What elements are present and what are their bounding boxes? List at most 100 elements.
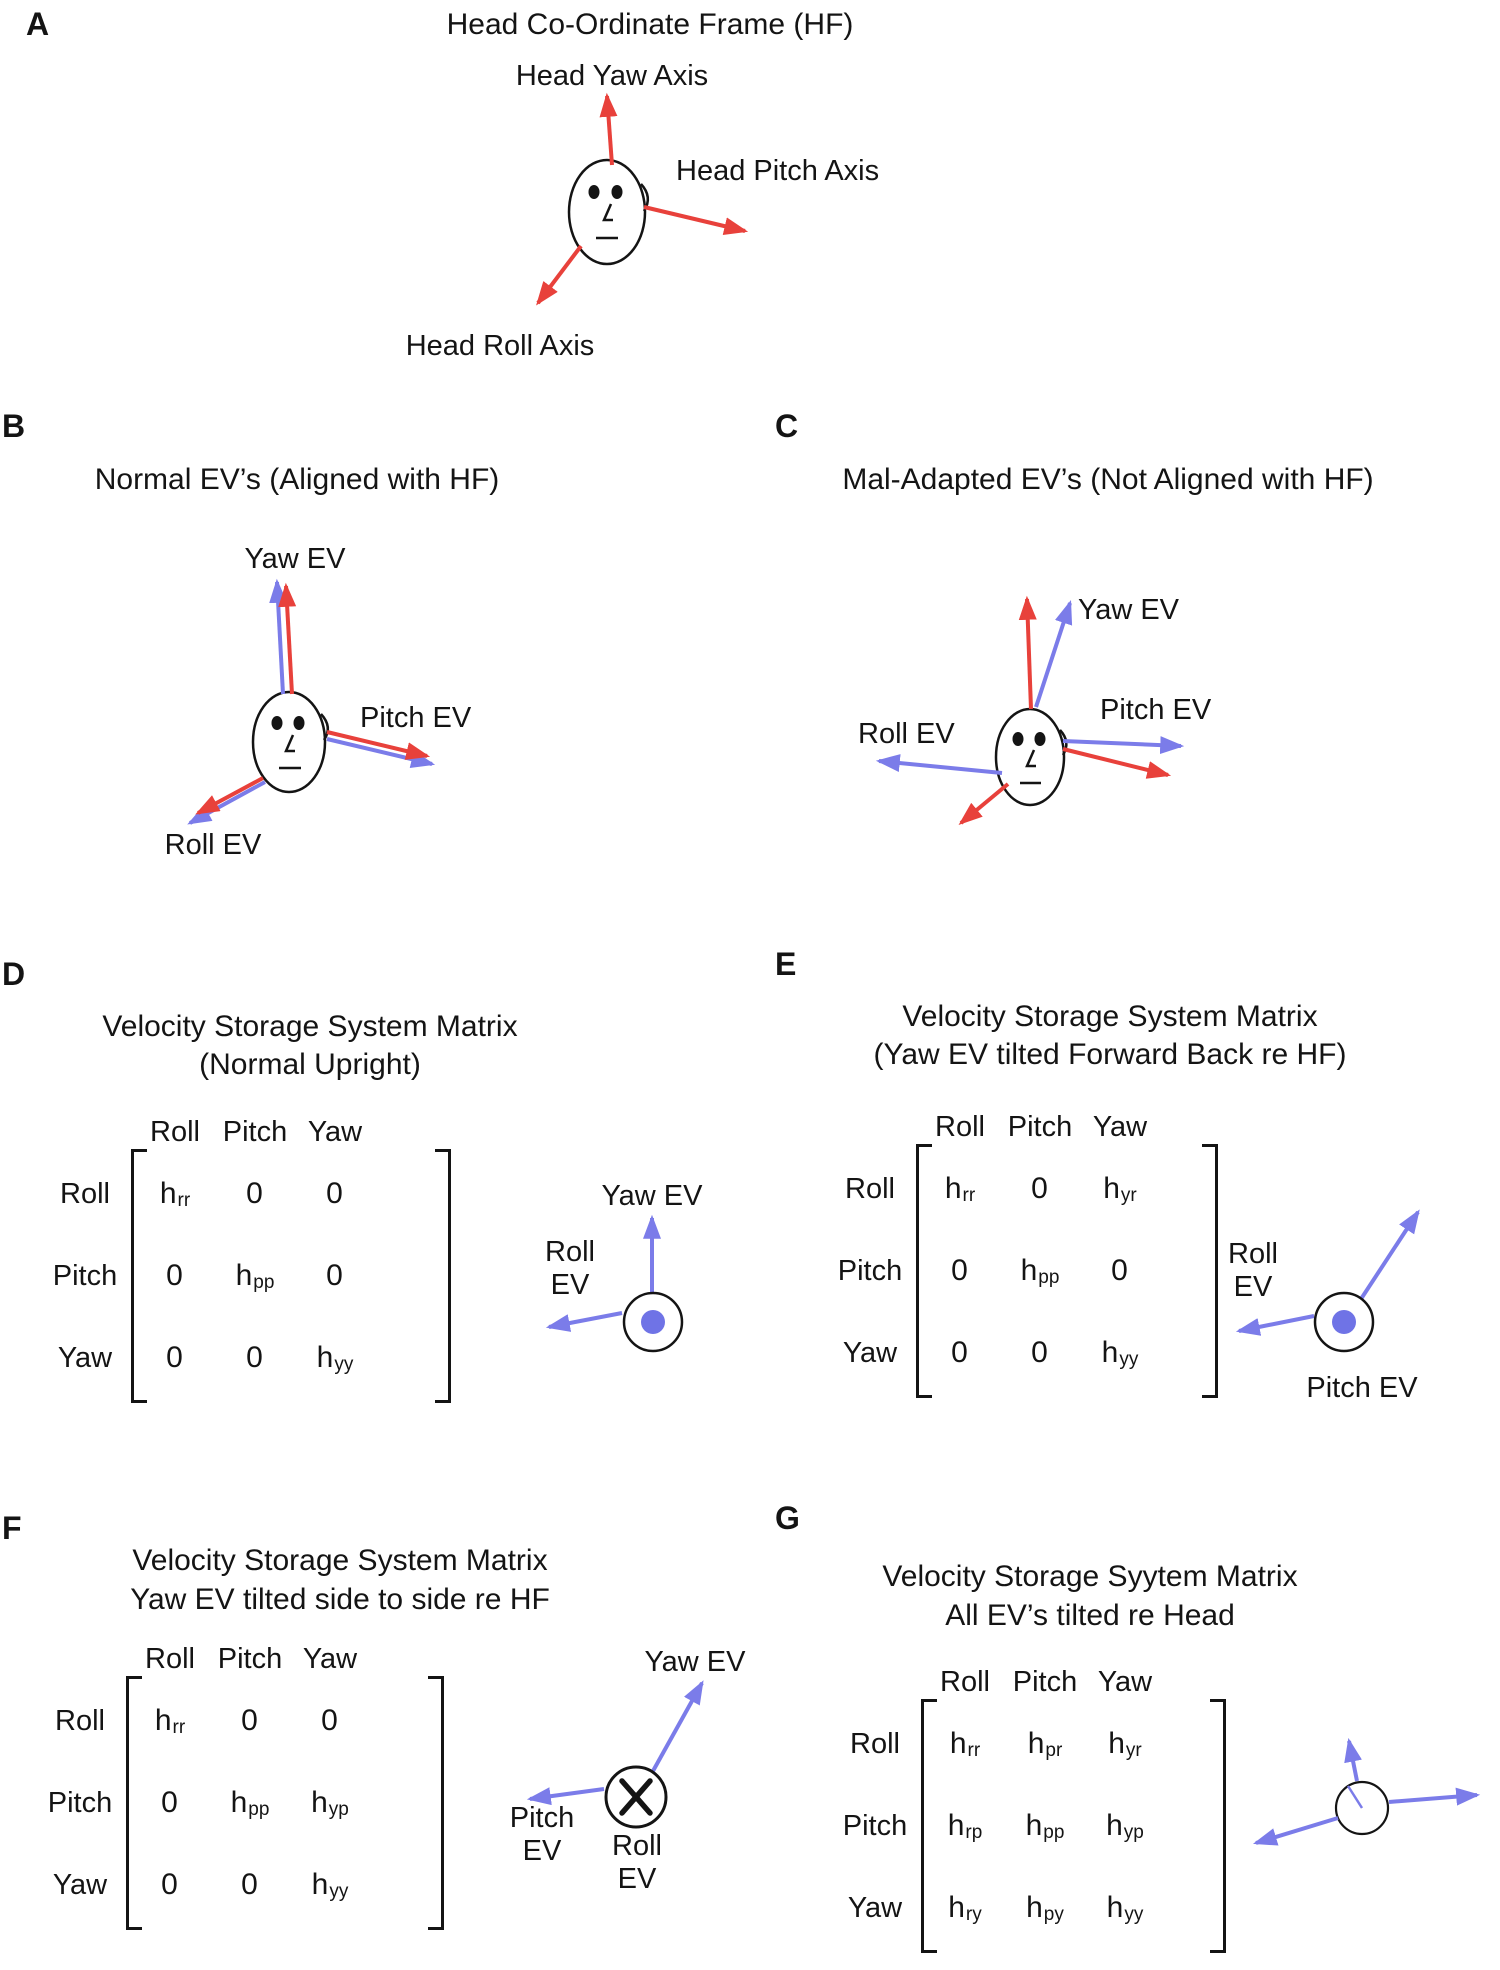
head-yaw-axis-arrow xyxy=(599,92,618,166)
panel-c-roll-ev-label: Roll EV xyxy=(858,718,955,750)
matrix-row-header: Yaw xyxy=(847,1891,903,1924)
panel-d-label: D xyxy=(2,956,26,992)
matrix-bracket-right xyxy=(435,1149,451,1403)
matrix-row-header: Pitch xyxy=(52,1259,118,1292)
panel-g-roll-ev-arrow xyxy=(1252,1816,1339,1846)
panel-f-pitch-ev-label: Pitch EV xyxy=(509,1802,575,1867)
panel-f-label: F xyxy=(2,1510,22,1546)
matrix-bracket-left xyxy=(131,1149,147,1403)
panel-e-pitch-ev-label: Pitch EV xyxy=(1306,1372,1418,1404)
panel-g-label: G xyxy=(775,1500,800,1536)
matrix-row-header: Yaw xyxy=(57,1341,113,1374)
matrix-bracket-left xyxy=(916,1144,932,1398)
head-pitch-axis-arrow xyxy=(643,205,749,235)
panel-f-roll-ev-label: Roll EV xyxy=(612,1830,662,1895)
panel-g-title-line2: All EV’s tilted re Head xyxy=(945,1599,1235,1632)
matrix-cell: 0 xyxy=(951,1336,968,1369)
matrix-col-header: Yaw xyxy=(302,1643,358,1675)
panel-b-pitch-axis-arrow xyxy=(326,730,431,760)
matrix-row-header: Roll xyxy=(55,1704,105,1737)
matrix-bracket-right xyxy=(1202,1144,1218,1398)
matrix-row-header: Yaw xyxy=(52,1868,108,1901)
panel-a-label: A xyxy=(26,6,50,42)
panel-b-pitch-ev-label: Pitch EV xyxy=(360,702,472,734)
panel-b-yaw-axis-arrow xyxy=(278,582,297,695)
panel-g-yaw-ev-arrow xyxy=(1344,1737,1362,1782)
panel-b-label: B xyxy=(2,408,26,444)
panel-e-pitch-ev-dot-circle xyxy=(1313,1291,1375,1353)
head-yaw-axis-label: Head Yaw Axis xyxy=(515,60,709,92)
matrix-cell: 0 xyxy=(326,1259,343,1292)
panel-b-roll-ev-arrow xyxy=(187,780,266,825)
panel-c-head-figure xyxy=(994,707,1068,807)
matrix-row-header: Roll xyxy=(845,1172,895,1205)
panel-a-title: Head Co-Ordinate Frame (HF) xyxy=(446,8,854,41)
panel-e-label: E xyxy=(775,946,797,982)
panel-c-pitch-ev-arrow xyxy=(1062,736,1185,755)
panel-c-yaw-ev-arrow xyxy=(1034,599,1073,708)
panel-c-yaw-axis-arrow xyxy=(1018,595,1037,710)
panel-d-roll-ev-arrow xyxy=(545,1311,623,1332)
panel-b-title: Normal EV’s (Aligned with HF) xyxy=(94,463,500,496)
matrix-cell: 0 xyxy=(246,1341,263,1374)
matrix-bracket-left xyxy=(126,1676,142,1930)
panel-f-roll-ev-x-circle xyxy=(604,1765,668,1829)
matrix-col-header: Roll xyxy=(145,1643,195,1675)
matrix-row-header: Roll xyxy=(60,1177,110,1210)
matrix-cell: 0 xyxy=(1111,1254,1128,1287)
matrix-row-header: Roll xyxy=(850,1727,900,1760)
matrix-row-header: Pitch xyxy=(837,1254,903,1287)
matrix-row-header: Pitch xyxy=(47,1786,113,1819)
matrix-col-header: Yaw xyxy=(307,1116,363,1148)
matrix-col-header: Pitch xyxy=(1007,1111,1073,1143)
matrix-cell: 0 xyxy=(1031,1336,1048,1369)
panel-g-pitch-ev-arrow xyxy=(1388,1787,1481,1806)
panel-c-roll-ev-arrow xyxy=(875,754,1003,775)
panel-d-pitch-ev-dot-circle xyxy=(622,1291,684,1353)
panel-c-label: C xyxy=(775,408,799,444)
matrix-col-header: Pitch xyxy=(222,1116,288,1148)
panel-f-title-line1: Velocity Storage System Matrix xyxy=(132,1544,548,1577)
panel-b-roll-axis-arrow xyxy=(195,776,264,815)
panel-c-pitch-ev-label: Pitch EV xyxy=(1100,694,1212,726)
panel-b-yaw-ev-arrow xyxy=(269,578,288,695)
panel-b-yaw-ev-label: Yaw EV xyxy=(244,543,346,575)
panel-e-title-line2: (Yaw EV tilted Forward Back re HF) xyxy=(873,1038,1347,1071)
matrix-cell: 0 xyxy=(241,1868,258,1901)
matrix-bracket-right xyxy=(428,1676,444,1930)
matrix-row-header: Pitch xyxy=(842,1809,908,1842)
panel-c-yaw-ev-label: Yaw EV xyxy=(1078,594,1180,626)
matrix-col-header: Yaw xyxy=(1097,1666,1153,1698)
panel-c-roll-axis-arrow xyxy=(958,782,1010,826)
matrix-bracket-left xyxy=(921,1699,937,1953)
matrix-cell: 0 xyxy=(241,1704,258,1737)
panel-e-roll-ev-arrow xyxy=(1235,1314,1315,1336)
panel-f-title-line2: Yaw EV tilted side to side re HF xyxy=(130,1583,550,1616)
matrix-col-header: Roll xyxy=(150,1116,200,1148)
panel-e-title-line1: Velocity Storage System Matrix xyxy=(902,1000,1318,1033)
matrix-cell: 0 xyxy=(166,1341,183,1374)
panel-b-roll-ev-label: Roll EV xyxy=(164,829,262,861)
panel-d-roll-ev-label: Roll EV xyxy=(545,1236,595,1301)
